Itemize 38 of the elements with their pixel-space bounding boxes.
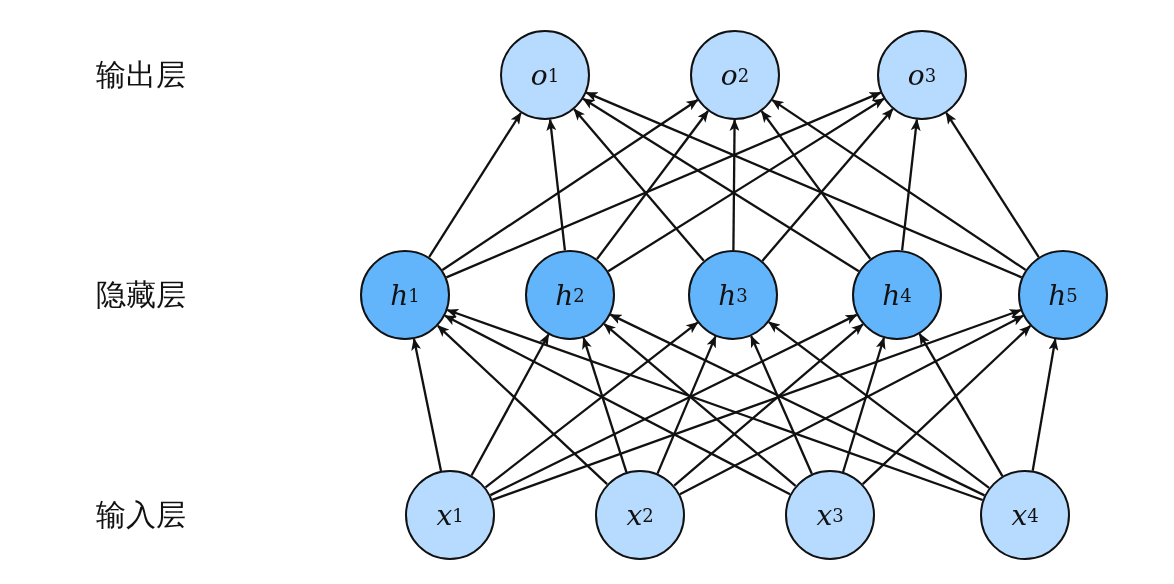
arrow <box>729 119 740 250</box>
arrow <box>489 313 858 497</box>
arrow <box>437 324 608 486</box>
arrow <box>582 336 628 473</box>
arrow <box>428 112 522 258</box>
arrow <box>492 309 1022 501</box>
arrow <box>900 118 921 251</box>
arrow <box>750 335 813 475</box>
arrow <box>761 108 894 262</box>
arrow <box>1031 338 1059 471</box>
arrow <box>768 321 990 489</box>
layer-label: 输出层 <box>96 56 186 93</box>
arrow <box>603 323 797 487</box>
arrow <box>596 110 709 260</box>
layer-label: 输入层 <box>96 496 186 533</box>
layer-label: 隐藏层 <box>96 276 186 313</box>
arrow <box>546 118 567 251</box>
arrow <box>945 112 1040 258</box>
arrow <box>679 314 1024 496</box>
arrow <box>771 99 1027 271</box>
arrow <box>444 314 791 496</box>
arrow <box>673 323 864 487</box>
arrow <box>411 338 443 472</box>
arrow <box>760 110 872 260</box>
arrow <box>470 333 550 477</box>
arrow <box>484 321 699 489</box>
arrow <box>573 108 705 262</box>
arrow <box>445 91 882 279</box>
arrow <box>582 97 860 273</box>
arrow <box>918 333 1004 477</box>
arrow <box>585 91 1023 279</box>
arrow <box>446 308 983 502</box>
arrow <box>441 99 699 271</box>
arrow <box>609 313 985 497</box>
arrow <box>842 337 886 473</box>
arrow <box>607 97 885 273</box>
arrow <box>656 335 717 475</box>
arrow <box>861 325 1032 485</box>
